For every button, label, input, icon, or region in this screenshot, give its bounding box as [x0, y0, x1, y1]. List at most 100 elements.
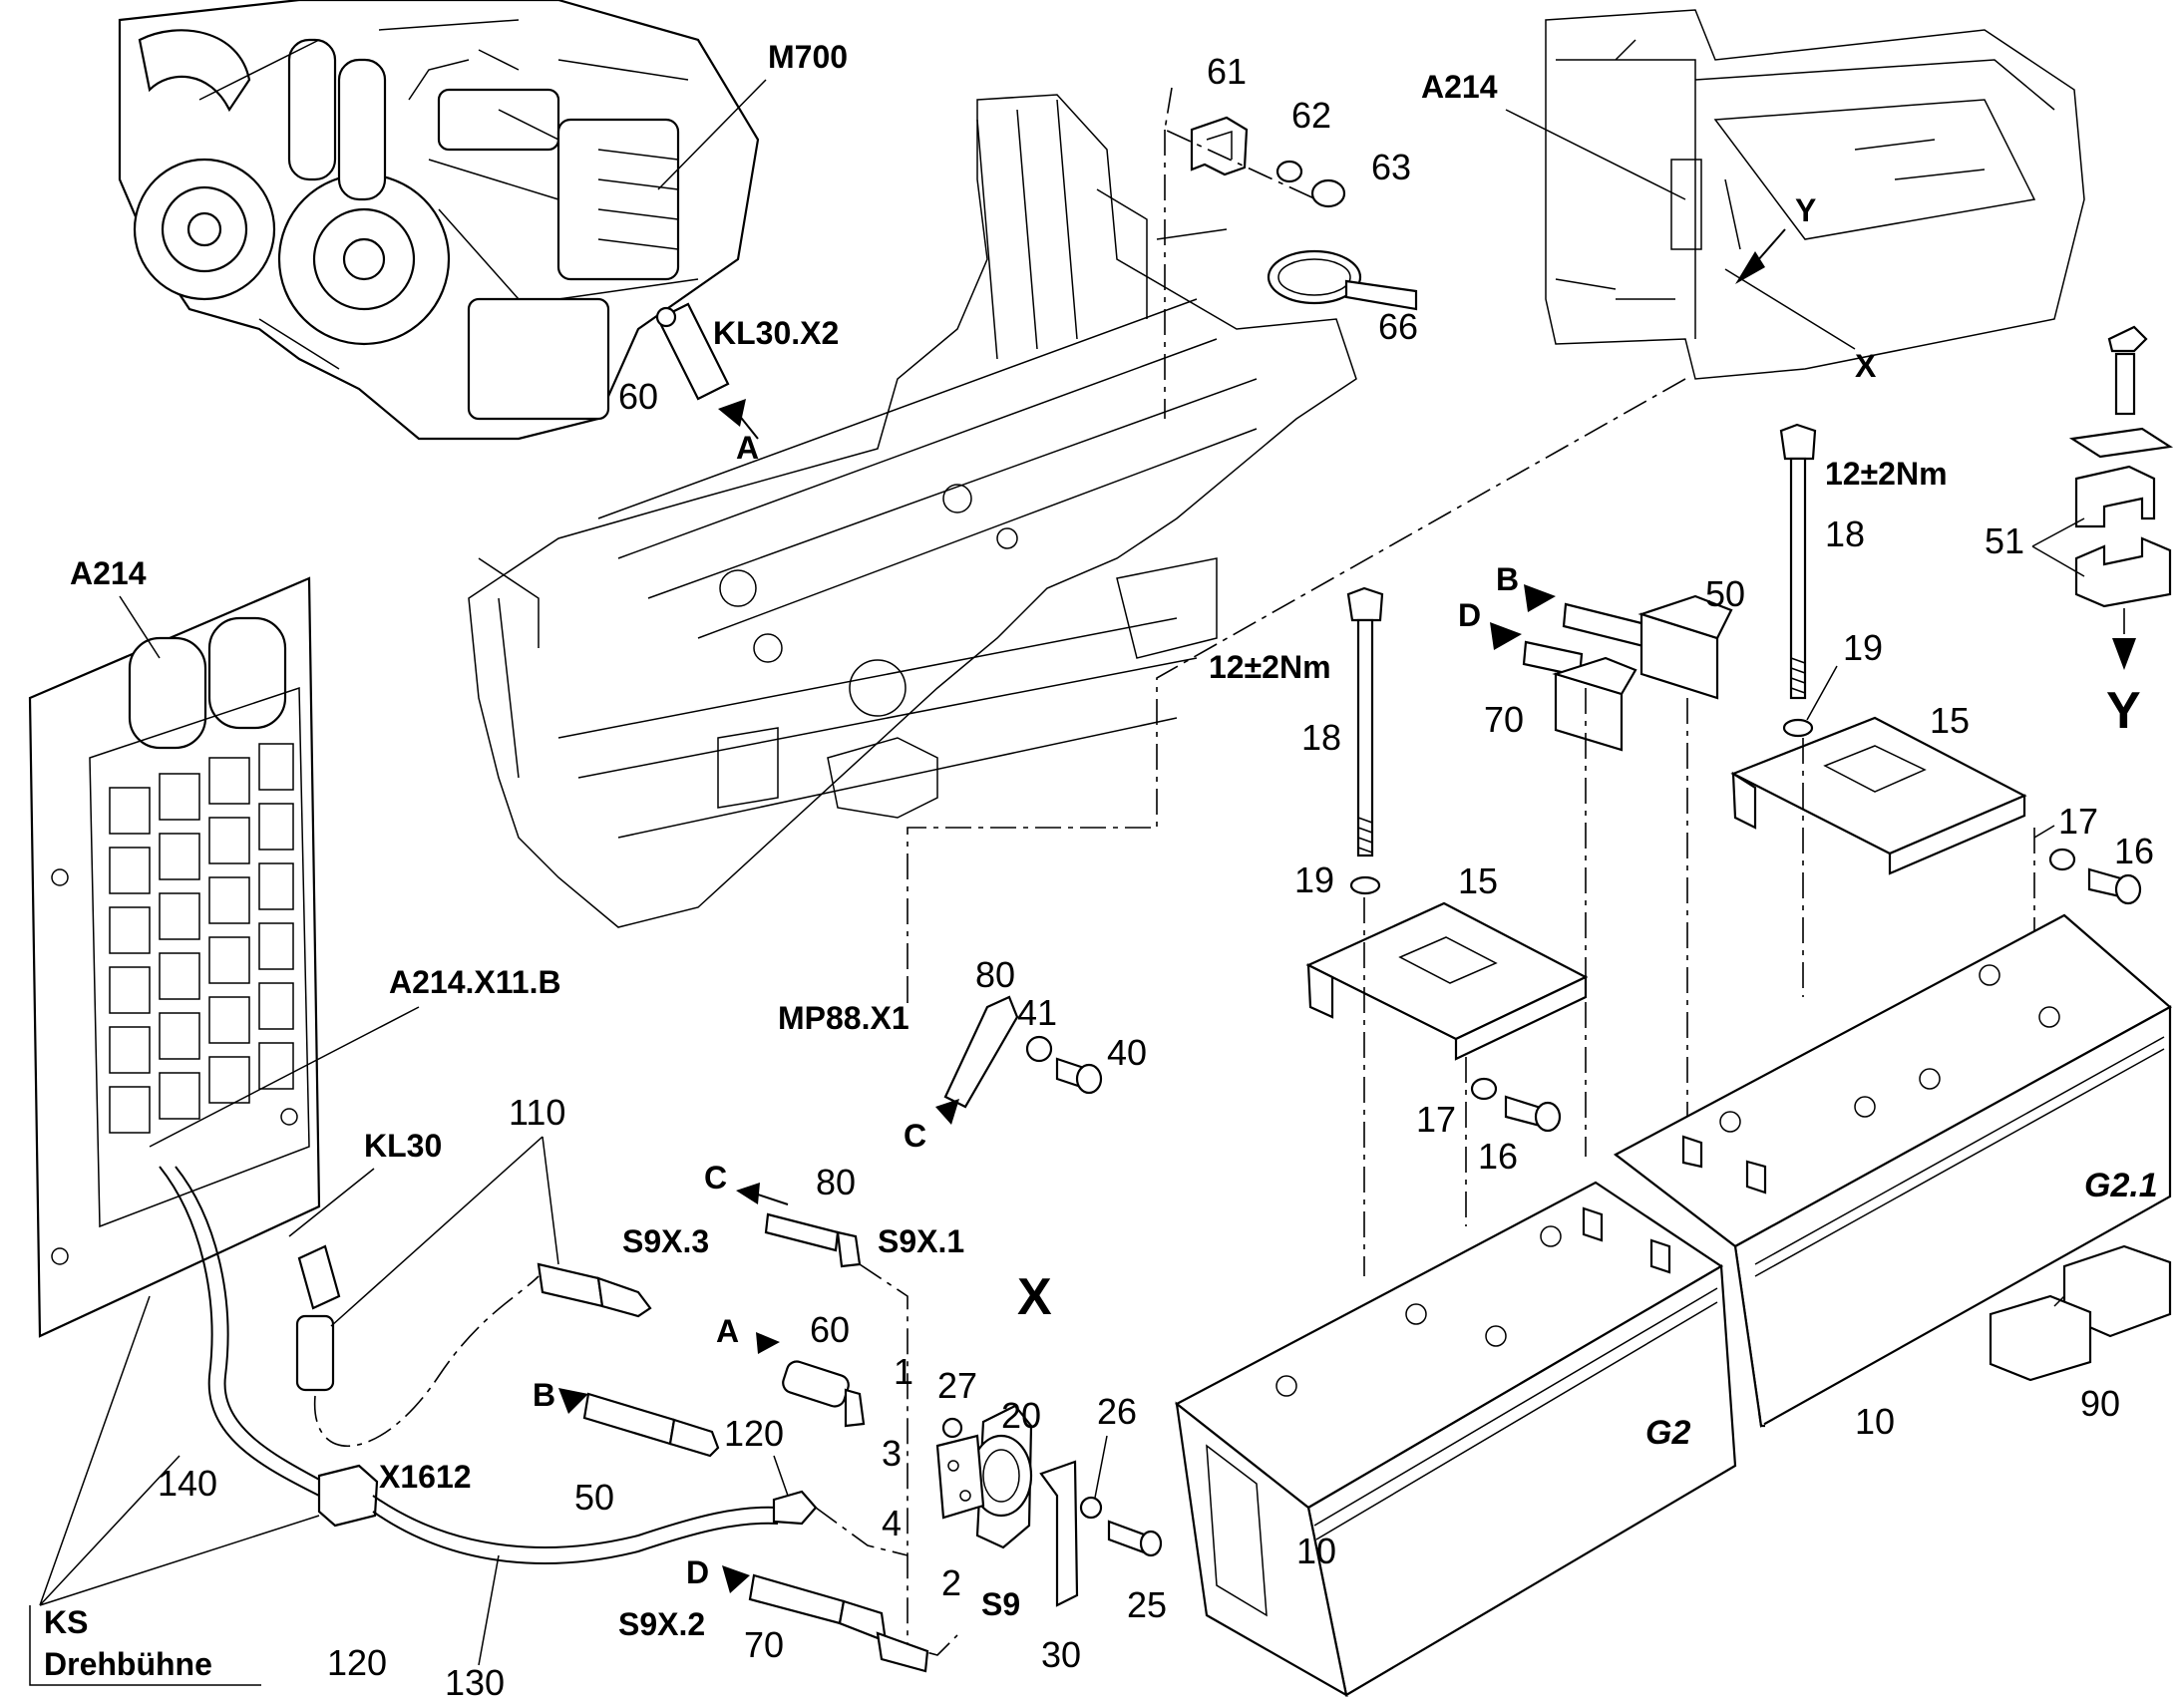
view-y-down-arrow-icon	[2112, 638, 2136, 670]
view-label-y-big: Y	[2106, 682, 2141, 740]
part-number-25: 25	[1127, 1584, 1167, 1625]
arrow-label-d-top: D	[1458, 597, 1481, 633]
cable-110-path	[313, 1275, 540, 1447]
part-number-26: 26	[1097, 1391, 1137, 1432]
part-number-40: 40	[1107, 1032, 1147, 1073]
washer-41	[1025, 1035, 1053, 1063]
part-number-16-right: 16	[2114, 831, 2154, 871]
bracket-15-right	[1730, 716, 2027, 875]
cable-lug-120	[772, 1490, 818, 1526]
chassis-frame-illustration	[468, 94, 1357, 928]
clamp-assembly-51	[2068, 325, 2174, 608]
part-number-130: 130	[445, 1662, 505, 1703]
part-number-17-left: 17	[1416, 1099, 1456, 1140]
battery-clamps-90	[1989, 1244, 2172, 1382]
terminal-4: 4	[882, 1503, 902, 1543]
part-number-62: 62	[1291, 95, 1331, 136]
bolt-18-right	[1779, 423, 1817, 700]
part-number-70-top: 70	[1484, 699, 1524, 740]
part-number-15-left: 15	[1458, 860, 1498, 901]
bracket-15-left	[1305, 901, 1589, 1061]
label-x1612: X1612	[379, 1459, 472, 1495]
view-label-y-top: Y	[1795, 192, 1816, 228]
washer-17-right	[2048, 848, 2076, 871]
torque-label-right: 12±2Nm	[1825, 456, 1948, 492]
connector-x1612	[317, 1464, 379, 1528]
part-number-41: 41	[1017, 992, 1057, 1033]
part-number-51: 51	[1985, 520, 2024, 561]
a214-box-outline	[1670, 159, 1702, 250]
part-number-61: 61	[1207, 51, 1247, 92]
label-s9x3: S9X.3	[622, 1223, 709, 1259]
arrow-label-c-mp88: C	[904, 1118, 926, 1154]
label-g2: G2	[1645, 1414, 1690, 1452]
view-label-x-big: X	[1017, 1268, 1052, 1326]
arrow-label-a-s9: A	[716, 1313, 739, 1349]
washer-19-left	[1349, 875, 1381, 895]
wire-harness-140	[159, 1166, 320, 1497]
part-number-50-top: 50	[1705, 573, 1745, 614]
label-kl30-x2: KL30.X2	[713, 315, 839, 351]
label-a214-top: A214	[1421, 69, 1498, 105]
cable-lug-50-s9	[582, 1392, 720, 1458]
part-number-30: 30	[1041, 1634, 1081, 1675]
cable-lug-80-s9x1	[764, 1212, 862, 1268]
cable-lug-kl30	[295, 1244, 341, 1392]
arrow-c-icon-s9	[736, 1183, 760, 1204]
part-number-50-s9: 50	[574, 1477, 614, 1518]
part-number-63: 63	[1371, 147, 1411, 187]
cab-battery-compartment-illustration	[1545, 9, 2085, 380]
label-g2-1: G2.1	[2084, 1167, 2158, 1204]
part-number-19-left: 19	[1294, 859, 1334, 900]
part-number-20: 20	[1001, 1395, 1041, 1436]
part-number-90: 90	[2080, 1383, 2120, 1424]
part-number-60-top: 60	[618, 376, 658, 417]
clamp-61	[1190, 116, 1249, 176]
screw-40	[1055, 1057, 1103, 1095]
battery-clamp-50-top	[1562, 594, 1733, 700]
part-number-80-mp88: 80	[975, 954, 1015, 995]
label-mp88-x1: MP88.X1	[778, 1000, 909, 1036]
part-number-70-s9: 70	[744, 1624, 784, 1665]
arrow-label-b-top: B	[1496, 561, 1519, 597]
label-m700: M700	[768, 39, 848, 75]
cable-lug-s9x2-end	[876, 1631, 929, 1673]
bracket-30	[1039, 1460, 1079, 1607]
battery-clamp-70-top	[1522, 640, 1637, 752]
screw-16-right	[2087, 867, 2142, 905]
part-number-10-rear: 10	[1855, 1401, 1895, 1442]
arrow-label-c-s9: C	[704, 1160, 727, 1196]
torque-label-left: 12±2Nm	[1209, 649, 1331, 685]
label-drehbuehne: Drehbühne	[44, 1646, 212, 1682]
switch-s9	[935, 1404, 1033, 1549]
screw-25	[1107, 1520, 1163, 1557]
part-number-18-left: 18	[1301, 717, 1341, 758]
part-number-19-right: 19	[1843, 627, 1883, 668]
terminal-3: 3	[882, 1433, 902, 1474]
part-number-120-bottom: 120	[327, 1642, 387, 1683]
washer-62	[1275, 160, 1303, 183]
washer-26	[1079, 1496, 1103, 1520]
part-number-18-right: 18	[1825, 513, 1865, 554]
battery-g2	[1174, 1181, 1737, 1698]
arrow-a-icon-s9	[756, 1332, 780, 1354]
arrow-b-icon-top	[1524, 584, 1556, 612]
cable-lug-70-s9	[748, 1573, 888, 1643]
part-number-60-s9: 60	[810, 1309, 850, 1350]
arrow-label-a-top: A	[736, 430, 759, 466]
cable-lug-110	[537, 1262, 652, 1318]
nut-63	[1310, 178, 1346, 208]
part-number-17-right: 17	[2058, 801, 2098, 842]
label-s9x1: S9X.1	[878, 1223, 964, 1259]
screw-16-left	[1504, 1095, 1562, 1133]
engine-m700-illustration	[118, 0, 760, 441]
cable-lug-60-s9	[782, 1360, 866, 1428]
part-number-15-right: 15	[1930, 700, 1970, 741]
arrow-d-icon-s9	[722, 1565, 750, 1593]
cable-tie-66	[1267, 249, 1418, 311]
label-s9x2: S9X.2	[618, 1606, 705, 1642]
arrow-label-d-s9: D	[686, 1554, 709, 1590]
part-number-110: 110	[509, 1092, 565, 1133]
arrow-c-icon-mp88	[935, 1099, 959, 1125]
